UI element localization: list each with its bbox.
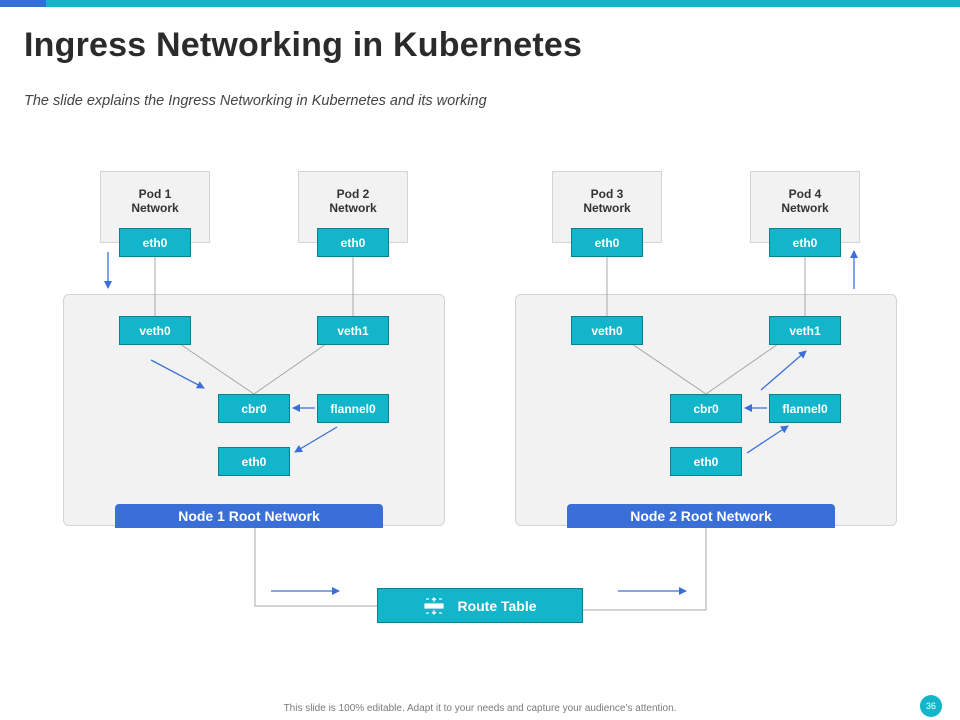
pod-2-title: Pod 2 [336, 187, 370, 201]
pod-2-eth0: eth0 [317, 228, 389, 257]
pod-3-eth0: eth0 [571, 228, 643, 257]
node-2-root-network-label: Node 2 Root Network [567, 504, 835, 528]
node1-to-route-table-line [254, 528, 377, 607]
pod-1-subtitle: Network [131, 201, 179, 215]
slide-subtitle: The slide explains the Ingress Networkin… [24, 93, 487, 109]
route-table-to-node2-line [583, 528, 707, 611]
top-accent-bar-dark [0, 0, 46, 7]
node-2-eth0: eth0 [670, 447, 742, 476]
footer-note: This slide is 100% editable. Adapt it to… [283, 703, 677, 714]
flow-arrow-flannel0-to-eth0 [294, 426, 338, 453]
node-2-veth0: veth0 [571, 316, 643, 345]
flow-arrow-veth0-to-cbr0 [150, 359, 205, 389]
route-icon [423, 596, 445, 615]
route-table-label: Route Table [457, 597, 537, 614]
node2-veth0-to-cbr0-line [631, 343, 707, 395]
pod-3-subtitle: Network [583, 201, 631, 215]
slide-title: Ingress Networking in Kubernetes [24, 26, 583, 64]
pod-2-subtitle: Network [329, 201, 377, 215]
pod-1-network: Pod 1 Network [100, 171, 210, 243]
node-1-flannel0: flannel0 [317, 394, 389, 423]
node-1-cbr0: cbr0 [218, 394, 290, 423]
pod-4-eth0: eth0 [769, 228, 841, 257]
pod-1-eth0: eth0 [119, 228, 191, 257]
pod-4-subtitle: Network [781, 201, 829, 215]
node2-veth1-to-cbr0-line [705, 343, 779, 395]
page-number-badge: 36 [920, 695, 942, 717]
node1-veth0-to-cbr0-line [179, 343, 255, 395]
top-accent-bar-light [46, 0, 960, 7]
route-table-box: Route Table [377, 588, 583, 623]
node-1-veth0: veth0 [119, 316, 191, 345]
node-2-flannel0: flannel0 [769, 394, 841, 423]
node-2-veth1: veth1 [769, 316, 841, 345]
node-1-root-network-label: Node 1 Root Network [115, 504, 383, 528]
pod-3-title: Pod 3 [590, 187, 624, 201]
flow-arrow-eth0-to-flannel0 [746, 425, 789, 454]
node-1-eth0: eth0 [218, 447, 290, 476]
pod-1-title: Pod 1 [138, 187, 172, 201]
node1-veth1-to-cbr0-line [253, 343, 327, 395]
node-2-cbr0: cbr0 [670, 394, 742, 423]
flow-arrow-cbr0-to-veth1 [760, 350, 807, 391]
node-1-veth1: veth1 [317, 316, 389, 345]
pod-4-title: Pod 4 [788, 187, 822, 201]
